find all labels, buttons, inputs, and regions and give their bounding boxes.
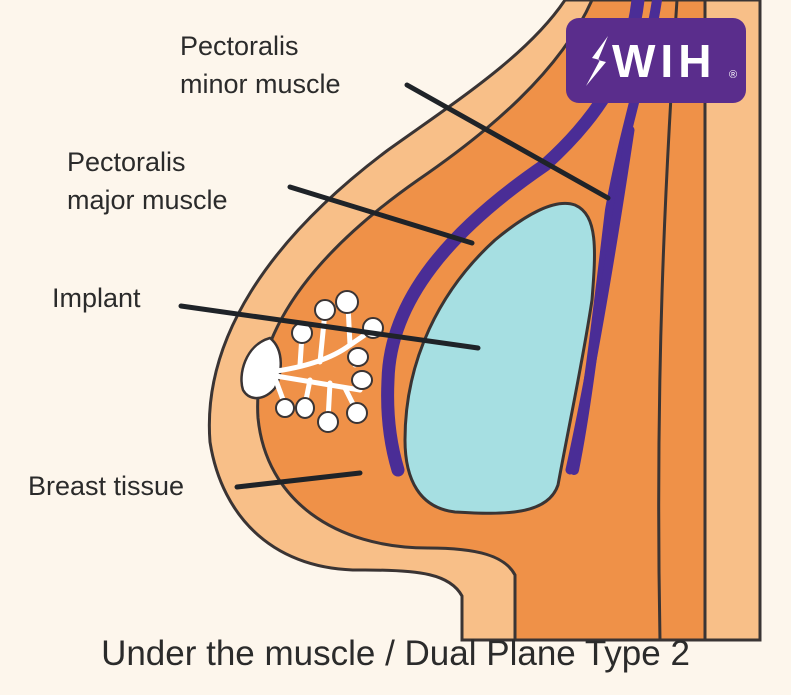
- label-implant: Implant: [52, 283, 141, 313]
- diagram-caption: Under the muscle / Dual Plane Type 2: [101, 634, 690, 673]
- label-pectoralis-major: Pectoralis major muscle: [67, 143, 228, 219]
- label-pectoralis-minor: Pectoralis minor muscle: [180, 27, 341, 103]
- leader-lines: [178, 82, 611, 490]
- implant-shape: [403, 202, 596, 515]
- leader-pectoralis-minor: [404, 82, 611, 201]
- pectoralis-minor-band: [565, 125, 635, 475]
- nipple: [240, 336, 282, 400]
- leader-pectoralis-major: [287, 184, 475, 246]
- logo-text: WIH: [612, 35, 717, 87]
- wih-logo: WIH ®: [566, 18, 746, 103]
- label-pectoralis-major-line1: Pectoralis: [67, 147, 186, 177]
- logo-mark-icon: [586, 36, 608, 86]
- logo-registered-mark: ®: [729, 69, 738, 81]
- leader-breast-tissue: [234, 470, 363, 490]
- leader-implant: [178, 303, 481, 351]
- label-pectoralis-minor-line1: Pectoralis: [180, 31, 299, 61]
- label-breast-tissue: Breast tissue: [28, 471, 185, 501]
- label-pectoralis-major-line2: major muscle: [67, 185, 228, 215]
- label-pectoralis-minor-line2: minor muscle: [180, 69, 341, 99]
